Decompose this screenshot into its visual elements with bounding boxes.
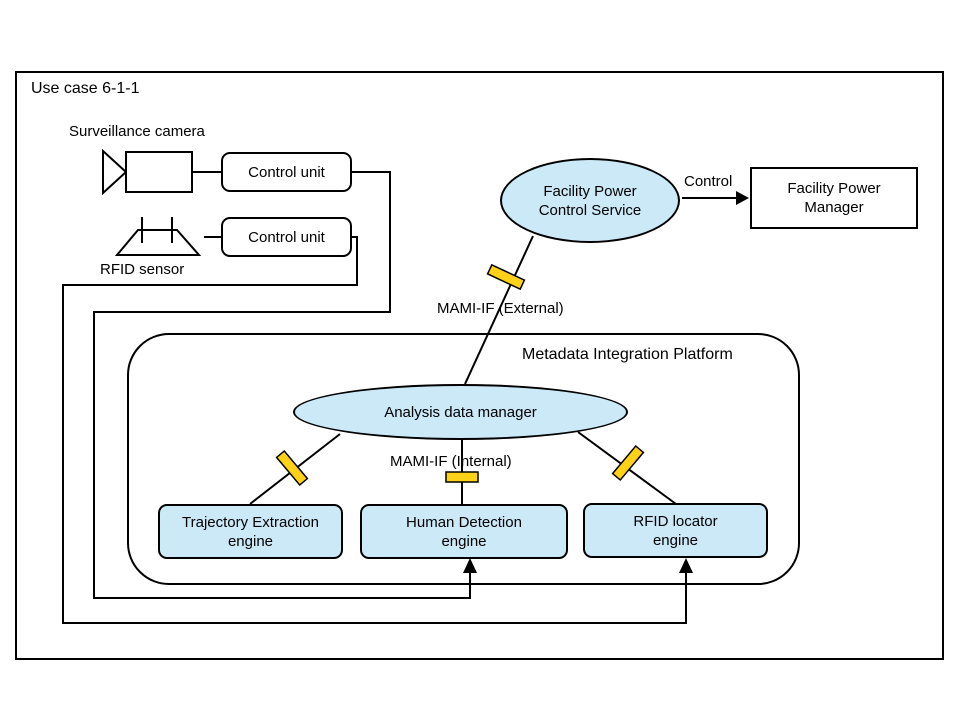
facility-power-control-service-ellipse: Facility Power Control Service: [500, 158, 680, 243]
rfid-sensor-label: RFID sensor: [100, 261, 185, 278]
facility-power-manager-label-line2: Manager: [804, 199, 864, 216]
engine-trajectory-extraction: Trajectory Extraction engine: [158, 504, 343, 559]
rfid-connector-icon: [611, 444, 645, 482]
arrowhead-human-detection: [463, 558, 477, 573]
external-interface-line: [464, 235, 534, 385]
analysis-data-manager-label: Analysis data manager: [384, 403, 537, 421]
rfid-control-unit-label: Control unit: [248, 228, 325, 246]
rfid-sensor-icon: [114, 217, 202, 256]
facility-power-service-label-line1: Facility Power: [543, 182, 637, 200]
surveillance-camera-label: Surveillance camera: [69, 123, 205, 140]
camera-control-unit: Control unit: [221, 152, 352, 192]
camera-icon: [102, 148, 193, 196]
facility-power-manager-box: Facility Power Manager: [750, 167, 918, 229]
facility-power-service-label-line2: Control Service: [538, 201, 642, 219]
mami-if-external-label: MAMI-IF (External): [437, 300, 564, 317]
camera-control-unit-label: Control unit: [248, 163, 325, 181]
engine-rfid-label-line1: RFID locator: [633, 512, 718, 530]
mami-if-internal-label: MAMI-IF (Internal): [390, 453, 512, 470]
camera-data-line: [93, 171, 471, 599]
mami-if-external-connector-icon: [486, 263, 526, 291]
engine-human-label-line2: engine: [441, 532, 487, 550]
control-arrow-label: Control: [684, 173, 733, 190]
metadata-integration-platform-label: Metadata Integration Platform: [522, 346, 733, 363]
engine-rfid-locator: RFID locator engine: [583, 503, 768, 558]
arrowhead-rfid-locator: [679, 558, 693, 573]
engine-human-detection: Human Detection engine: [360, 504, 568, 559]
engine-trajectory-label-line2: engine: [227, 532, 274, 550]
rfid-data-line: [62, 236, 687, 624]
arrowhead-control: [736, 191, 749, 205]
mami-if-internal-connector-icon: [445, 471, 479, 483]
analysis-data-manager-ellipse: Analysis data manager: [293, 384, 628, 440]
engine-rfid-label-line2: engine: [652, 531, 699, 549]
trajectory-connector-icon: [275, 449, 309, 487]
use-case-title: Use case 6-1-1: [31, 80, 140, 97]
engine-human-label-line1: Human Detection: [406, 513, 522, 531]
engine-trajectory-label-line1: Trajectory Extraction: [182, 513, 319, 531]
facility-power-manager-label-line1: Facility Power: [787, 180, 881, 197]
rfid-control-unit: Control unit: [221, 217, 352, 257]
